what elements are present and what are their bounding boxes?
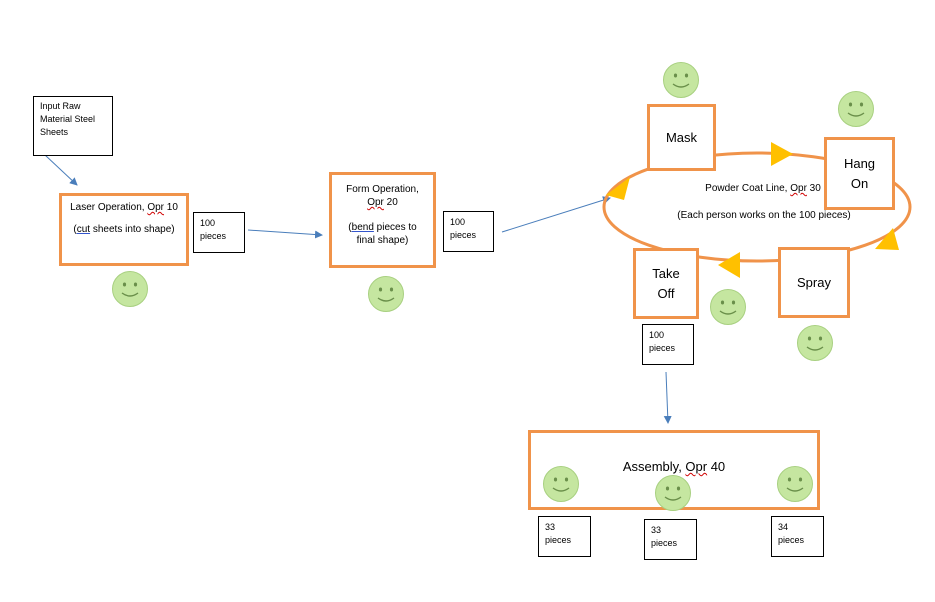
assembly-quantity-2: 33 pieces bbox=[644, 519, 697, 560]
loop-arrow-takeoff-to-mask bbox=[606, 177, 630, 200]
assembly-qty-1-number: 33 bbox=[545, 522, 556, 532]
assembly-qty-2-unit: pieces bbox=[651, 538, 678, 548]
form-qty-unit: pieces bbox=[450, 230, 477, 240]
loop-arrow-hang-to-spray bbox=[875, 228, 899, 250]
laser-description: (cut sheets into shape) bbox=[73, 224, 175, 235]
form-title-line1: Form Operation, bbox=[346, 184, 419, 195]
arrow-takeoff-to-assembly bbox=[663, 371, 672, 424]
form-qty-number: 100 bbox=[450, 217, 466, 227]
input-material-note: Input Raw Material Steel Sheets bbox=[33, 96, 113, 156]
spray-step-box: Spray bbox=[778, 247, 850, 318]
laser-title: Laser Operation, Opr 10 bbox=[70, 202, 178, 213]
worker-smiley-icon bbox=[663, 62, 699, 98]
worker-smiley-icon bbox=[838, 91, 874, 127]
laser-qty-unit: pieces bbox=[200, 231, 227, 241]
assembly-qty-3-number: 34 bbox=[778, 522, 789, 532]
worker-smiley-icon bbox=[112, 271, 148, 307]
input-note-line2: Material Steel bbox=[40, 114, 96, 124]
arrow-laser-to-form bbox=[247, 229, 323, 239]
assembly-quantity-1: 33 pieces bbox=[538, 516, 591, 557]
worker-smiley-icon bbox=[777, 466, 813, 502]
powder-coat-subtitle: (Each person works on the 100 pieces) bbox=[677, 210, 851, 221]
arrow-input-to-laser bbox=[44, 154, 78, 186]
worker-smiley-icon bbox=[797, 325, 833, 361]
loop-arrow-mask-to-hang bbox=[771, 142, 793, 166]
assembly-qty-1-unit: pieces bbox=[545, 535, 572, 545]
form-description-line1: (bend pieces to bbox=[348, 222, 417, 233]
take-off-label-line2: Off bbox=[657, 285, 675, 301]
takeoff-qty-number: 100 bbox=[649, 330, 665, 340]
assembly-qty-2-number: 33 bbox=[651, 525, 662, 535]
loop-arrow-spray-to-takeoff bbox=[718, 252, 740, 278]
take-off-step-box: Take Off bbox=[633, 248, 699, 319]
assembly-title: Assembly, Opr 40 bbox=[622, 459, 726, 474]
laser-qty-number: 100 bbox=[200, 218, 216, 228]
input-note-line3: Sheets bbox=[40, 127, 69, 137]
worker-smiley-icon bbox=[368, 276, 404, 312]
spray-label: Spray bbox=[797, 274, 831, 290]
laser-operation-box: Laser Operation, Opr 10 (cut sheets into… bbox=[59, 193, 189, 266]
mask-step-box: Mask bbox=[647, 104, 716, 171]
takeoff-output-quantity: 100 pieces bbox=[642, 324, 694, 365]
form-title-line2: Opr 20 bbox=[367, 197, 398, 208]
hang-on-label-line2: On bbox=[850, 175, 869, 191]
takeoff-qty-unit: pieces bbox=[649, 343, 676, 353]
mask-label: Mask bbox=[665, 129, 698, 145]
worker-smiley-icon bbox=[710, 289, 746, 325]
form-output-quantity: 100 pieces bbox=[443, 211, 494, 252]
assembly-quantity-3: 34 pieces bbox=[771, 516, 824, 557]
powder-coat-title: Powder Coat Line, Opr 30 bbox=[705, 183, 821, 194]
assembly-qty-3-unit: pieces bbox=[778, 535, 805, 545]
input-note-line1: Input Raw bbox=[40, 101, 81, 111]
laser-output-quantity: 100 pieces bbox=[193, 212, 245, 253]
hang-on-step-box: Hang On bbox=[824, 137, 895, 210]
powder-coat-loop bbox=[602, 151, 912, 263]
worker-smiley-icon bbox=[655, 475, 691, 511]
worker-smiley-icon bbox=[543, 466, 579, 502]
form-description-line2: final shape) bbox=[356, 235, 409, 246]
hang-on-label-line1: Hang bbox=[843, 155, 876, 171]
form-operation-box: Form Operation, Opr 20 (bend pieces to f… bbox=[329, 172, 436, 268]
take-off-label-line1: Take bbox=[652, 265, 680, 281]
arrow-form-to-powder bbox=[501, 196, 611, 233]
